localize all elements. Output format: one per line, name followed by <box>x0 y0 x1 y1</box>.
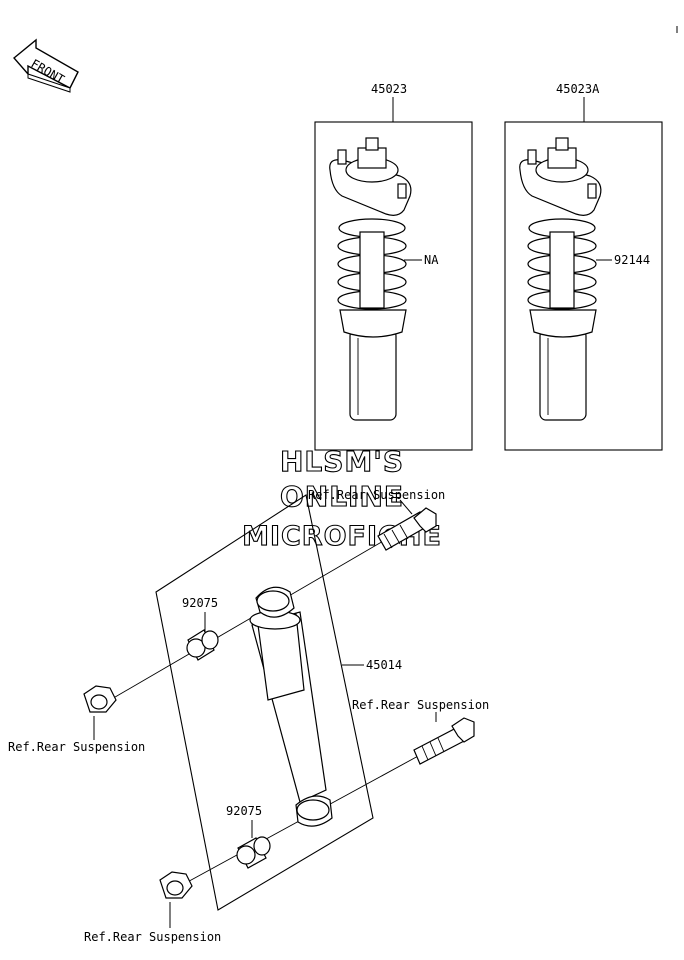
ref-label-bottom: Ref.Rear Suspension <box>84 930 221 944</box>
ref-label-right: Ref.Rear Suspension <box>352 698 489 712</box>
bushing-lower <box>236 836 271 869</box>
shock-assembly-left: 45023 NA <box>314 82 473 451</box>
shock-number: 45014 <box>366 658 402 672</box>
watermark-line-1: HLSM'S <box>280 445 404 478</box>
exploded-frame <box>155 494 374 911</box>
ref-label-left: Ref.Rear Suspension <box>8 740 145 754</box>
spring-label-left: NA <box>424 253 439 267</box>
bushing-upper <box>186 629 219 661</box>
bolt-lower <box>413 717 475 765</box>
bushing-label-lower: 92075 <box>226 804 262 818</box>
spring-label-right: 92144 <box>614 253 650 267</box>
shock-exploded: 92075 92075 <box>83 494 475 928</box>
bushing-label-upper: 92075 <box>182 596 218 610</box>
watermark-line-2: ONLINE <box>280 480 404 513</box>
shock-assembly-right: 45023A 92144 <box>504 82 663 451</box>
assembly-number-right: 45023A <box>556 82 600 96</box>
nut-left <box>83 685 117 713</box>
ref-label-upper-right: Ref.Rear Suspension <box>308 488 445 502</box>
assembly-box-right <box>504 121 663 451</box>
assembly-number-left: 45023 <box>371 82 407 96</box>
nut-bottom <box>159 871 193 899</box>
front-arrow-icon: FRONT <box>12 38 79 93</box>
bolt-upper <box>377 507 437 551</box>
assembly-box-left <box>314 121 473 451</box>
